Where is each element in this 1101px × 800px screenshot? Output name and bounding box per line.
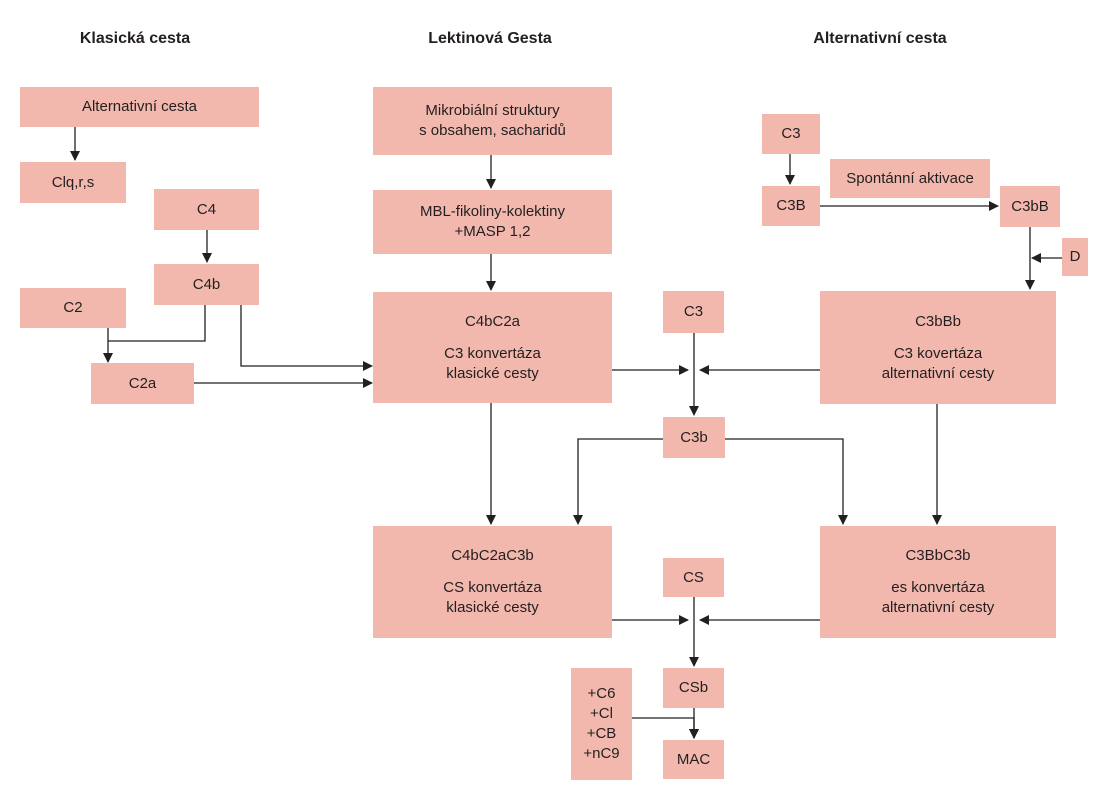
arrow-c4b-to-c2a xyxy=(108,305,206,342)
heading-alternative: Alternativní cesta xyxy=(813,30,947,47)
arrow-additions-to-mac xyxy=(632,717,699,739)
microbial-structures-box: Mikrobiální struktury s obsahem, sachari… xyxy=(373,87,612,155)
c4b-box: C4b xyxy=(154,264,259,305)
spontaneous-activation-box: Spontánní aktivace xyxy=(830,159,990,198)
terminal-additions-box: +C6 +Cl +CB +nC9 xyxy=(571,668,632,780)
c3bb-box: C3bB xyxy=(1000,186,1060,227)
classical-c5-convertase-box: C4bC2aC3b CS konvertáza klasické cesty xyxy=(373,526,612,638)
c2-box: C2 xyxy=(20,288,126,328)
classical-c3-convertase-line2: klasické cesty xyxy=(446,364,539,382)
classical-c3-convertase-title: C4bC2a xyxy=(464,312,521,330)
center-c3b-box: C3b xyxy=(663,417,725,458)
alt-c5-convertase-line1: es konvertáza xyxy=(891,579,985,596)
addition-c9: +nC9 xyxy=(583,745,620,762)
factor-d-box: D xyxy=(1062,238,1088,276)
alt-c5-convertase-box: C3BbC3b es konvertáza alternativní cesty xyxy=(820,526,1056,638)
classical-c5-convertase-line1: CS konvertáza xyxy=(443,579,542,596)
classical-c5-convertase-line2: klasické cesty xyxy=(446,599,539,616)
heading-classical: Klasická cesta xyxy=(79,30,191,47)
alt-c3-convertase-line1: C3 kovertáza xyxy=(893,344,983,362)
heading-lectin: Lektinová Gesta xyxy=(428,30,552,47)
alt-c3-convertase-box: C3bBb C3 kovertáza alternativní cesty xyxy=(820,291,1056,404)
classical-c3-convertase-box: C4bC2a C3 konvertáza klasické cesty xyxy=(373,292,612,403)
center-c5-box: CS xyxy=(663,558,724,597)
alt-c3-convertase-line2: alternativní cesty xyxy=(881,364,995,382)
mac-box: MAC xyxy=(663,740,724,779)
addition-c6: +C6 xyxy=(587,685,616,702)
arrow-c3b-to-alt-c5conv xyxy=(725,438,848,525)
alt-c3-convertase-title: C3bBb xyxy=(915,312,961,330)
addition-c8: +CB xyxy=(586,725,617,742)
alt-c5-convertase-line2: alternativní cesty xyxy=(881,599,995,616)
arrow-c3b-to-classical-c5conv xyxy=(573,438,663,525)
c2a-box: C2a xyxy=(91,363,194,404)
alt-c3-box: C3 xyxy=(762,114,820,154)
clq-box: Clq,r,s xyxy=(20,162,126,203)
center-c5b-box: CSb xyxy=(663,668,724,708)
microbial-line2: s obsahem, sacharidů xyxy=(419,122,566,139)
classical-c5-convertase-title: C4bC2aC3b xyxy=(451,547,534,564)
mbl-masp-box: MBL-fikoliny-kolektiny +MASP 1,2 xyxy=(373,190,612,254)
alt-c3b-box: C3B xyxy=(762,186,820,226)
c4-box: C4 xyxy=(154,189,259,230)
microbial-line1: Mikrobiální struktury xyxy=(425,102,560,119)
center-c3-box: C3 xyxy=(663,291,724,333)
mbl-line1: MBL-fikoliny-kolektiny xyxy=(419,203,566,220)
addition-c7: +Cl xyxy=(590,705,613,722)
alt-c5-convertase-title: C3BbC3b xyxy=(905,547,971,564)
classical-c3-convertase-line1: C3 konvertáza xyxy=(444,344,541,362)
classical-top-box: Alternativní cesta xyxy=(20,87,259,127)
arrow-c4b-to-c3conv xyxy=(240,305,373,371)
mbl-line2: +MASP 1,2 xyxy=(454,223,531,240)
